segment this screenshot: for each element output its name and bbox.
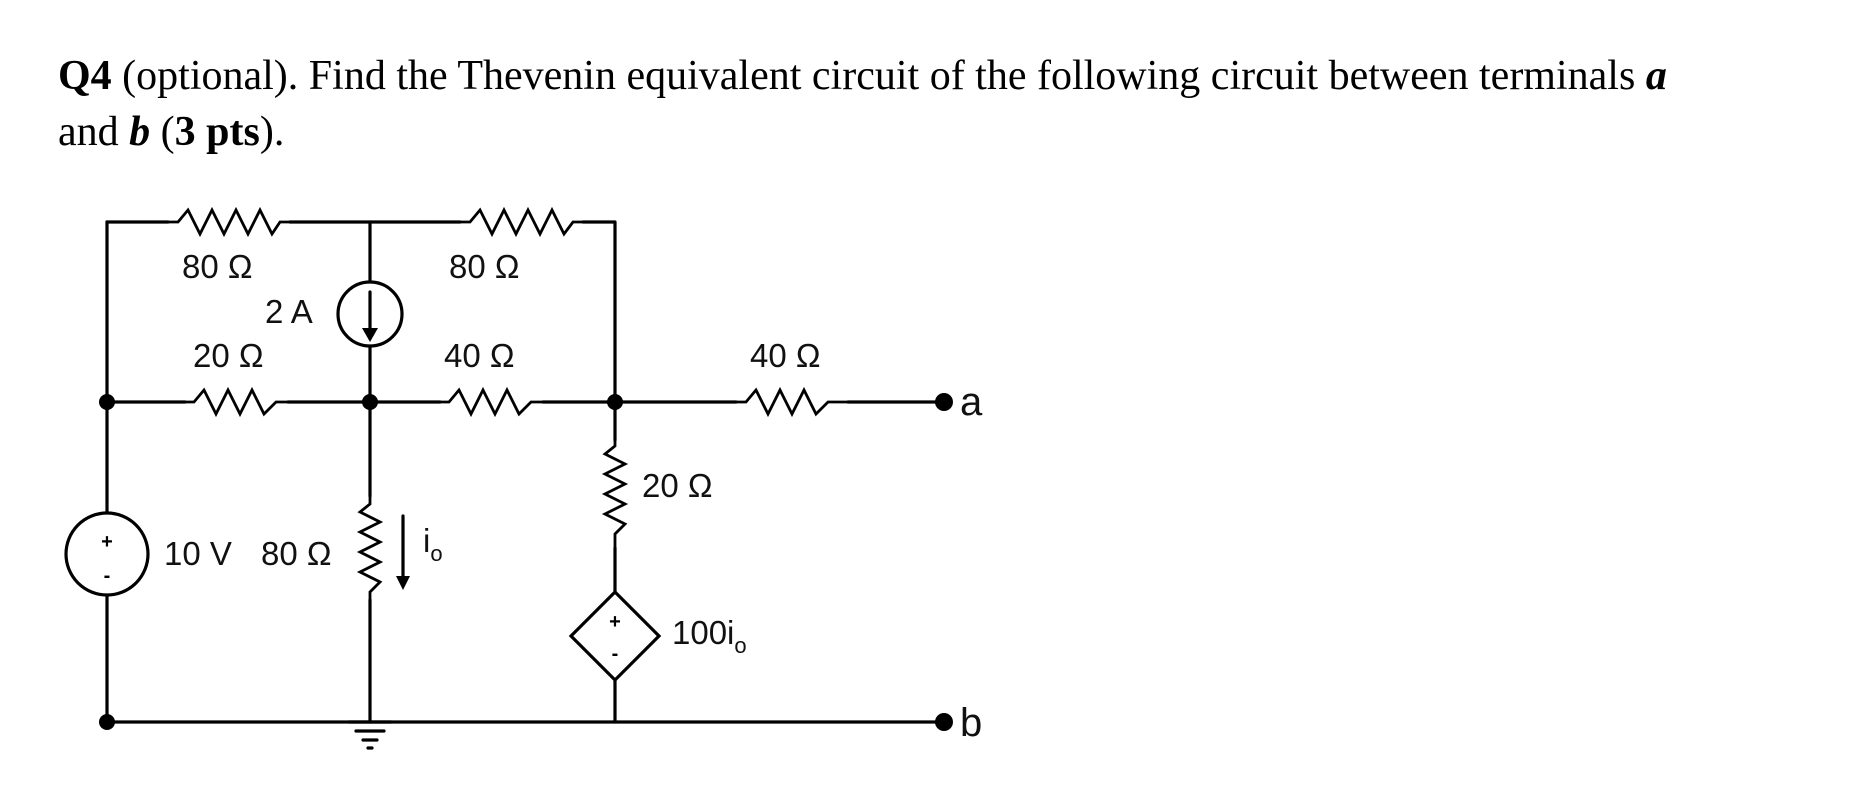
label-r-top-right: 80 Ω [449, 248, 520, 285]
points-open: ( [160, 109, 175, 155]
label-dependent-sub: o [734, 633, 746, 658]
io-arrowhead [396, 576, 410, 590]
voltage-source-circle [64, 511, 150, 597]
points-close: ). [259, 109, 285, 155]
terminal-b-node [935, 713, 953, 731]
question-text: Q4 (optional). Find the Thevenin equival… [58, 48, 1818, 160]
resistor-top-right [460, 206, 583, 238]
label-io: io [423, 522, 443, 566]
dependent-source-diamond [568, 589, 662, 683]
question-number: Q4 [58, 53, 112, 99]
label-voltage-source: 10 V [164, 535, 232, 572]
label-r-center-shunt: 80 Ω [261, 535, 332, 572]
terminal-a-ref: a [1645, 53, 1667, 99]
question-body: (optional). Find the Thevenin equivalent… [122, 53, 1636, 99]
resistor-right-shunt [601, 440, 629, 548]
ground-symbol [347, 720, 393, 750]
resistor-mid-center [440, 386, 543, 418]
voltage-source-plus: + [101, 531, 113, 553]
resistor-center-shunt [356, 496, 384, 600]
node-center-middle [362, 394, 378, 410]
resistor-mid-left [185, 386, 288, 418]
dependent-source-plus: + [609, 611, 621, 633]
terminal-a-node [935, 393, 953, 411]
label-r-right-shunt: 20 Ω [642, 467, 713, 504]
question-connector: and [58, 109, 119, 155]
label-terminal-b: b [960, 701, 982, 745]
wire-top [105, 220, 617, 404]
label-dependent-source: 100io [672, 614, 747, 658]
resistor-top-left [168, 206, 290, 238]
label-r-mid-center: 40 Ω [444, 337, 515, 374]
node-left-middle [99, 394, 115, 410]
points-value: 3 pts [174, 109, 260, 155]
dependent-source-minus: - [612, 643, 619, 665]
label-r-top-left: 80 Ω [182, 248, 253, 285]
label-r-mid-left: 20 Ω [193, 337, 264, 374]
label-io-sub: o [430, 541, 442, 566]
node-left-bottom [99, 714, 115, 730]
label-terminal-a: a [960, 380, 983, 424]
voltage-source-minus: - [104, 565, 111, 587]
label-current-source: 2 A [265, 293, 313, 330]
label-r-output: 40 Ω [750, 337, 821, 374]
node-right-middle [607, 394, 623, 410]
label-io-main: i [423, 522, 430, 559]
terminal-b-ref: b [129, 109, 151, 155]
label-dependent-main: 100i [672, 614, 734, 651]
current-source-arrowhead [362, 328, 378, 342]
resistor-output [736, 386, 848, 418]
